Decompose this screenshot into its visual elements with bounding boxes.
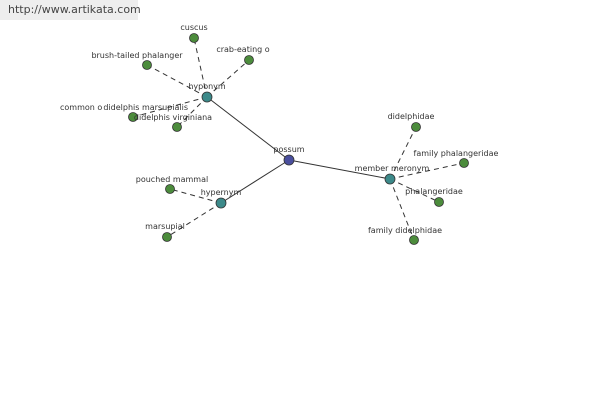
edge-hyponym-cuscus	[193, 37, 208, 98]
node-common-opossum[interactable]	[128, 112, 138, 122]
node-possum[interactable]	[283, 154, 295, 166]
node-member-meronym[interactable]	[384, 173, 396, 185]
node-didelphidae[interactable]	[411, 122, 421, 132]
label-cuscus[interactable]: cuscus	[180, 23, 207, 32]
node-hyponym[interactable]	[201, 91, 213, 103]
node-didelphis-virginiana[interactable]	[172, 122, 182, 132]
label-family-phalangeridae[interactable]: family phalangeridae	[414, 149, 499, 158]
edge-possum-member_meronym	[288, 159, 391, 180]
label-hypernym[interactable]: hypernym	[201, 188, 242, 197]
edge-member_meronym-family_didelphidae	[389, 178, 415, 241]
graph-nodes	[128, 33, 469, 245]
edge-hyponym-brush_tailed	[146, 64, 208, 98]
node-crab-eating[interactable]	[244, 55, 254, 65]
label-family-didelphidae[interactable]: family didelphidae	[368, 226, 442, 235]
edge-member_meronym-family_phalangeridae	[389, 162, 465, 180]
edge-hyponym-crab_eating	[206, 59, 250, 98]
node-phalangeridae[interactable]	[434, 197, 444, 207]
label-didelphis-virginiana[interactable]: didelphis virginiana	[134, 113, 212, 122]
edge-hyponym-didelphis_marsupialis	[132, 96, 208, 118]
node-cuscus[interactable]	[189, 33, 199, 43]
label-possum[interactable]: possum	[273, 145, 304, 154]
node-hypernym[interactable]	[215, 197, 227, 209]
watermark-banner: http://www.artikata.com	[0, 0, 141, 20]
edge-member_meronym-didelphidae	[389, 126, 417, 180]
graph-labels: possum hyponym hypernym member meronym cuscu…	[60, 23, 499, 235]
label-didelphis-marsupialis[interactable]: didelphis marsupialis	[103, 103, 188, 112]
node-pouched-mammal[interactable]	[165, 184, 175, 194]
label-member-meronym[interactable]: member meronym	[355, 164, 430, 173]
label-common-opossum[interactable]: common o	[60, 103, 102, 112]
label-pouched-mammal[interactable]: pouched mammal	[136, 175, 208, 184]
edge-member_meronym-phalangeridae	[389, 178, 440, 203]
edge-possum-hyponym	[206, 96, 290, 161]
node-family-didelphidae[interactable]	[409, 235, 419, 245]
label-phalangeridae[interactable]: phalangeridae	[405, 187, 463, 196]
label-crab-eating[interactable]: crab-eating o	[216, 45, 269, 54]
node-marsupial[interactable]	[162, 232, 172, 242]
node-brush-tailed[interactable]	[142, 60, 152, 70]
label-didelphidae[interactable]: didelphidae	[388, 112, 435, 121]
label-marsupial[interactable]: marsupial	[145, 222, 185, 231]
graph-edges	[132, 37, 465, 241]
label-brush-tailed[interactable]: brush-tailed phalanger	[91, 51, 183, 60]
label-hyponym[interactable]: hyponym	[188, 82, 226, 91]
edge-hyponym-didelphis_virginiana	[176, 96, 208, 128]
node-family-phalangeridae[interactable]	[459, 158, 469, 168]
watermark-text: http://www.artikata.com	[8, 3, 141, 16]
edge-possum-hypernym	[220, 159, 290, 204]
edge-hypernym-marsupial	[166, 202, 222, 238]
